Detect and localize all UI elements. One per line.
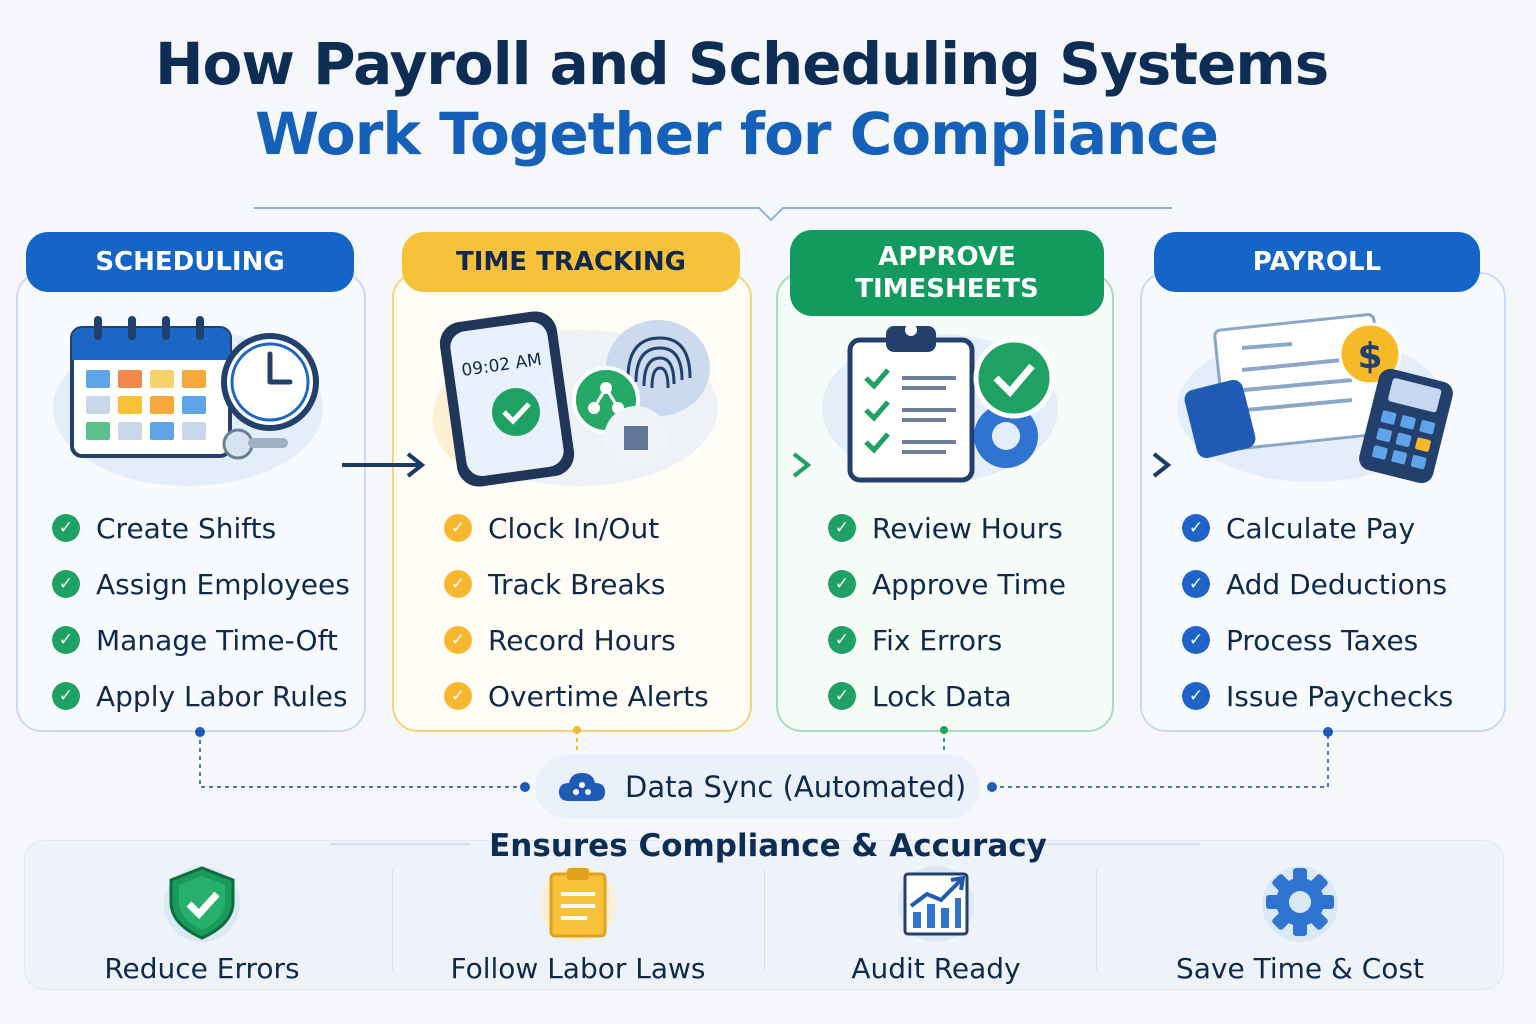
- benefits-title-line: [1010, 843, 1200, 845]
- stage-payroll-items: ✓Calculate Pay ✓Add Deductions ✓Process …: [1182, 500, 1453, 724]
- arrow-right-icon: [728, 452, 812, 478]
- benefit-follow-labor-laws: Follow Labor Laws: [408, 862, 748, 985]
- clipboard-icon: [540, 866, 616, 942]
- benefits-title: Ensures Compliance & Accuracy: [489, 828, 1047, 864]
- sync-connector-lines: [195, 726, 1333, 792]
- payroll-calculator-icon: $: [1172, 308, 1453, 488]
- check-icon: ✓: [52, 626, 80, 654]
- list-item: ✓Approve Time: [828, 556, 1066, 612]
- title-underline: [254, 207, 1172, 222]
- list-item: ✓Process Taxes: [1182, 612, 1453, 668]
- check-icon: ✓: [444, 570, 472, 598]
- stage-approve-header: APPROVE TIMESHEETS: [790, 230, 1104, 316]
- gear-icon: [1262, 866, 1338, 942]
- check-icon: ✓: [1182, 682, 1210, 710]
- check-icon: ✓: [1182, 570, 1210, 598]
- dollar-sign: $: [1357, 336, 1382, 377]
- list-item: ✓Clock In/Out: [444, 500, 709, 556]
- check-icon: ✓: [52, 570, 80, 598]
- cloud-sync-icon: [559, 773, 605, 801]
- page-title-line2: Work Together for Compliance: [255, 100, 1219, 168]
- check-icon: ✓: [1182, 626, 1210, 654]
- stage-approve-items: ✓Review Hours ✓Approve Time ✓Fix Errors …: [828, 500, 1066, 724]
- list-item: ✓Calculate Pay: [1182, 500, 1453, 556]
- list-item: ✓Fix Errors: [828, 612, 1066, 668]
- chart-growth-icon: [898, 866, 974, 942]
- stage-time-tracking-header: TIME TRACKING: [402, 232, 740, 292]
- data-sync-label: Data Sync (Automated): [625, 770, 967, 804]
- data-sync-pill: Data Sync (Automated): [535, 755, 980, 819]
- data-sync-section: Data Sync (Automated): [0, 725, 1536, 825]
- list-item: ✓Create Shifts: [52, 500, 350, 556]
- check-icon: ✓: [444, 626, 472, 654]
- stage-scheduling-items: ✓Create Shifts ✓Assign Employees ✓Manage…: [52, 500, 350, 724]
- check-icon: ✓: [444, 514, 472, 542]
- benefit-audit-ready: Audit Ready: [766, 862, 1106, 985]
- list-item: ✓Manage Time-Oft: [52, 612, 350, 668]
- phone-fingerprint-icon: 09:02 AM: [428, 308, 718, 488]
- shield-check-icon: [164, 866, 240, 942]
- check-icon: ✓: [52, 514, 80, 542]
- check-icon: ✓: [828, 514, 856, 542]
- check-icon: ✓: [828, 570, 856, 598]
- list-item: ✓Review Hours: [828, 500, 1066, 556]
- stage-time-tracking-items: ✓Clock In/Out ✓Track Breaks ✓Record Hour…: [444, 500, 709, 724]
- stage-scheduling-header: SCHEDULING: [26, 232, 354, 292]
- arrow-right-icon: [1088, 452, 1172, 478]
- stage-payroll-header: PAYROLL: [1154, 232, 1480, 292]
- list-item: ✓Overtime Alerts: [444, 668, 709, 724]
- arrow-right-icon: [342, 452, 426, 478]
- calendar-clock-icon: [48, 308, 328, 488]
- benefit-divider: [392, 870, 393, 970]
- benefit-divider: [764, 870, 765, 970]
- check-icon: ✓: [828, 626, 856, 654]
- clipboard-check-icon: [820, 308, 1100, 488]
- check-icon: ✓: [828, 682, 856, 710]
- list-item: ✓Lock Data: [828, 668, 1066, 724]
- list-item: ✓Add Deductions: [1182, 556, 1453, 612]
- check-icon: ✓: [444, 682, 472, 710]
- page-title-line1: How Payroll and Scheduling Systems: [155, 30, 1329, 98]
- list-item: ✓Issue Paychecks: [1182, 668, 1453, 724]
- benefit-reduce-errors: Reduce Errors: [32, 862, 372, 985]
- check-icon: ✓: [52, 682, 80, 710]
- list-item: ✓Record Hours: [444, 612, 709, 668]
- list-item: ✓Assign Employees: [52, 556, 350, 612]
- list-item: ✓Track Breaks: [444, 556, 709, 612]
- benefits-title-line: [330, 843, 470, 845]
- check-icon: ✓: [1182, 514, 1210, 542]
- benefit-save-time-cost: Save Time & Cost: [1130, 862, 1470, 985]
- benefit-divider: [1096, 870, 1097, 970]
- list-item: ✓Apply Labor Rules: [52, 668, 350, 724]
